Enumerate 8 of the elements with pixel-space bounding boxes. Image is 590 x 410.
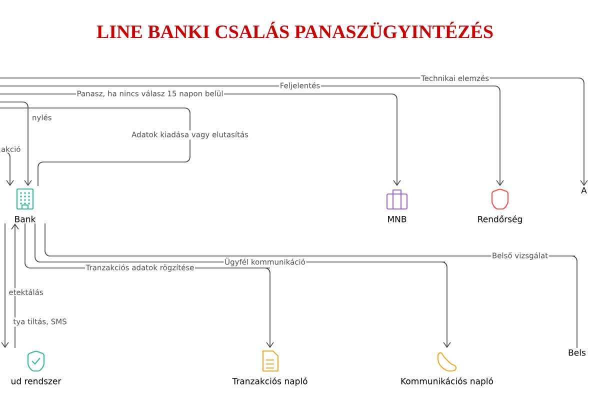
arrow (0, 86, 504, 186)
arrow (0, 78, 588, 186)
title: LINE BANKI CSALÁS PANASZÜGYINTÉZÉS (96, 22, 493, 38)
labeled-icon: Bels (568, 349, 586, 356)
arrow (0, 102, 32, 186)
arrow (1, 223, 9, 348)
arrow (11, 224, 19, 348)
labeled-icon: A (581, 187, 587, 194)
